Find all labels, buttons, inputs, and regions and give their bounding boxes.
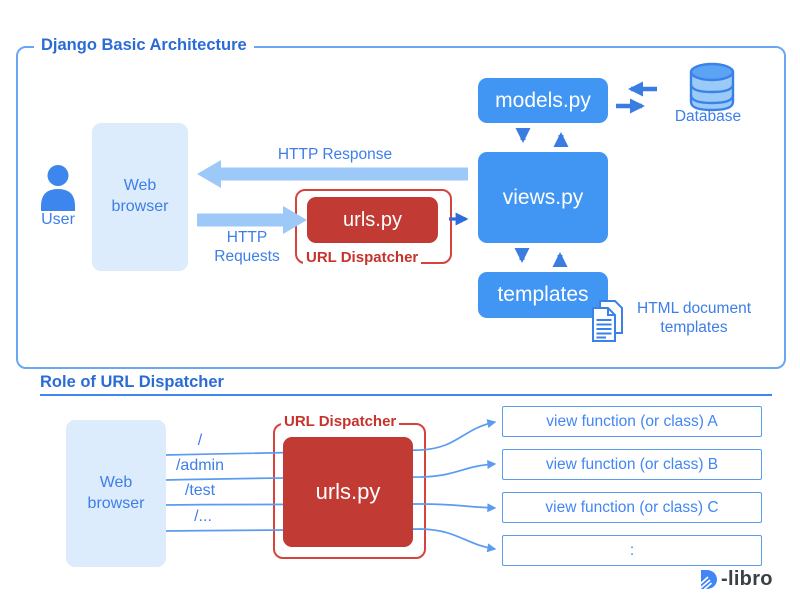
view-function-c-label: view function (or class) C bbox=[545, 498, 719, 516]
views-py-box: views.py bbox=[478, 152, 608, 243]
path-label-test: /test bbox=[184, 482, 216, 499]
url-dispatcher-label: URL Dispatcher bbox=[303, 249, 422, 266]
urls-py-label: urls.py bbox=[343, 208, 402, 231]
views-models-arrows bbox=[515, 128, 569, 147]
database-icon bbox=[689, 62, 735, 112]
dlibro-logo-icon bbox=[697, 570, 717, 591]
templates-label: templates bbox=[497, 283, 589, 306]
models-py-label: models.py bbox=[495, 88, 591, 112]
html-templates-note: HTML document templates bbox=[637, 300, 751, 336]
database-label: Database bbox=[674, 108, 742, 125]
role-section-underline bbox=[40, 394, 772, 396]
http-requests-label: HTTP Requests bbox=[214, 229, 280, 265]
view-function-a-label: view function (or class) A bbox=[546, 412, 718, 430]
web-browser-bottom-label: Web browser bbox=[87, 473, 145, 512]
view-function-box-b: view function (or class) B bbox=[502, 449, 762, 480]
urls-py-bottom-label: urls.py bbox=[315, 479, 381, 504]
html-document-icon bbox=[592, 300, 623, 342]
dlibro-logo: -libro bbox=[697, 568, 773, 591]
role-section-title: Role of URL Dispatcher bbox=[40, 373, 224, 391]
views-py-label: views.py bbox=[502, 185, 584, 209]
path-label-admin: /admin bbox=[175, 457, 225, 474]
view-function-etc-label: : bbox=[629, 541, 635, 559]
models-database-arrows bbox=[616, 81, 657, 114]
view-function-b-label: view function (or class) B bbox=[545, 455, 719, 473]
path-label-etc: /... bbox=[194, 508, 212, 525]
user-label: User bbox=[41, 211, 75, 228]
view-function-box-a: view function (or class) A bbox=[502, 406, 762, 437]
web-browser-box-bottom: Web browser bbox=[66, 420, 166, 567]
url-dispatcher-label-bottom: URL Dispatcher bbox=[281, 413, 400, 430]
architecture-panel bbox=[16, 46, 786, 369]
http-requests-arrow bbox=[197, 206, 307, 234]
templates-box: templates bbox=[478, 272, 608, 318]
http-response-label: HTTP Response bbox=[277, 146, 393, 163]
path-label-root: / bbox=[197, 432, 203, 449]
urls-py-box-bottom: urls.py bbox=[283, 437, 413, 547]
user-icon bbox=[41, 165, 75, 211]
http-response-arrow bbox=[197, 160, 468, 188]
urls-py-box: urls.py bbox=[307, 197, 438, 243]
dlibro-logo-text: -libro bbox=[721, 568, 773, 590]
models-py-box: models.py bbox=[478, 78, 608, 123]
view-function-box-etc: : bbox=[502, 535, 762, 566]
view-function-box-c: view function (or class) C bbox=[502, 492, 762, 523]
web-browser-box: Web browser bbox=[92, 123, 188, 271]
architecture-title: Django Basic Architecture bbox=[34, 36, 254, 55]
views-templates-arrows bbox=[514, 248, 568, 267]
web-browser-label: Web browser bbox=[111, 177, 169, 215]
